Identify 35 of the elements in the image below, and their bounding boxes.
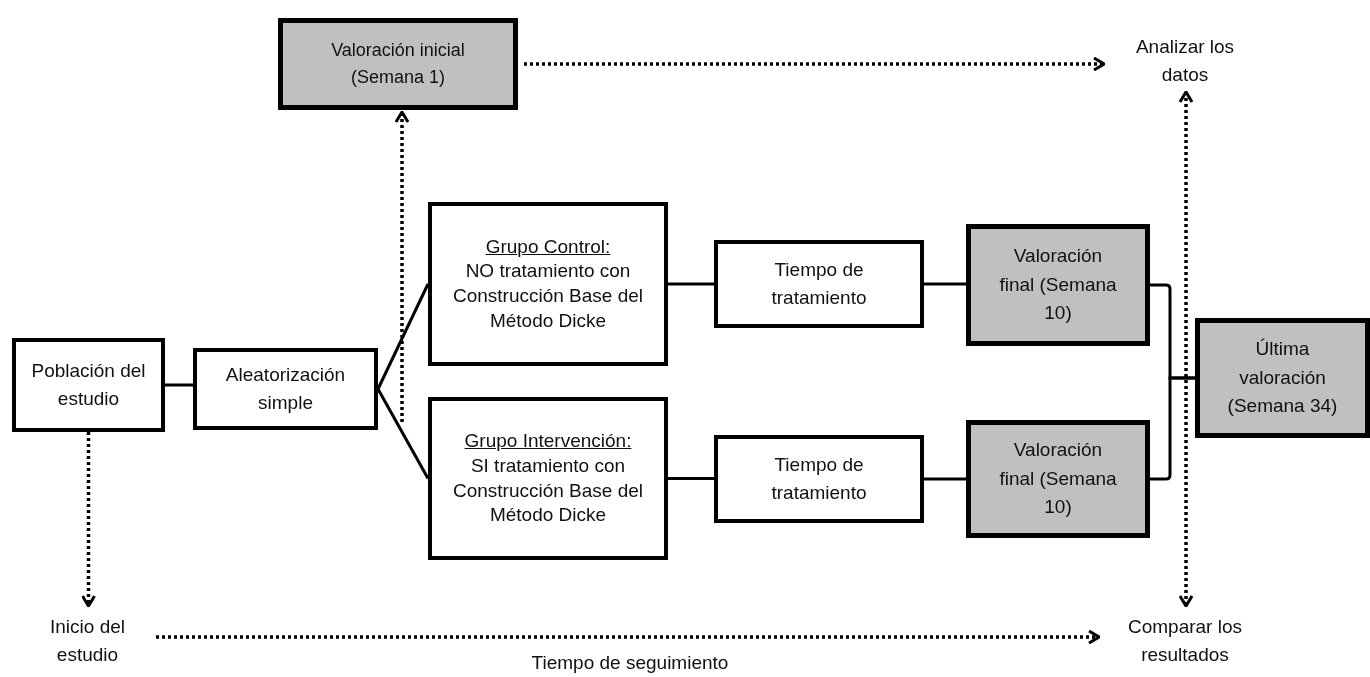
- process-box: [278, 18, 518, 110]
- arrow: [524, 56, 1106, 72]
- arrow: [156, 629, 1101, 645]
- process-box: [428, 397, 668, 560]
- box-text: Inicio del estudio: [49, 614, 126, 667]
- process-box: [1195, 318, 1370, 438]
- process-box: [714, 435, 924, 523]
- box-text: Valoración inicial (Semana 1): [330, 39, 466, 89]
- box-text: Valoración final (Semana 10): [998, 438, 1118, 520]
- connector-line: [165, 383, 193, 387]
- box-text: Aleatorización simple: [224, 362, 347, 415]
- connector-line: [924, 282, 966, 286]
- arrow: [1178, 90, 1194, 608]
- arrow: [81, 432, 96, 608]
- box-text: Analizar los datos: [1134, 34, 1236, 87]
- box-text: Tiempo de tratamiento: [770, 452, 868, 505]
- process-box: [714, 240, 924, 328]
- connector-line: [668, 282, 714, 286]
- process-box: [966, 420, 1150, 538]
- group-heading: Grupo Control:: [485, 234, 611, 259]
- box-text: Población del estudio: [31, 358, 146, 411]
- process-box: [428, 202, 668, 366]
- connector-line: [924, 477, 966, 481]
- arrow: [394, 110, 410, 422]
- box-text: Comparar los resultados: [1126, 614, 1243, 667]
- process-box: [966, 224, 1150, 346]
- process-box: [193, 348, 378, 430]
- box-text: Valoración final (Semana 10): [998, 244, 1118, 326]
- box-text: Última valoración (Semana 34): [1226, 337, 1339, 419]
- box-text: NO tratamiento con Construcción Base del Método Dicke: [451, 259, 645, 333]
- process-box: [12, 338, 165, 432]
- box-text: Tiempo de tratamiento: [770, 257, 868, 310]
- box-text: SI tratamiento con Construcción Base del Método Dicke: [451, 453, 645, 528]
- connector-line: [668, 477, 714, 480]
- group-heading: Grupo Intervención:: [464, 429, 632, 454]
